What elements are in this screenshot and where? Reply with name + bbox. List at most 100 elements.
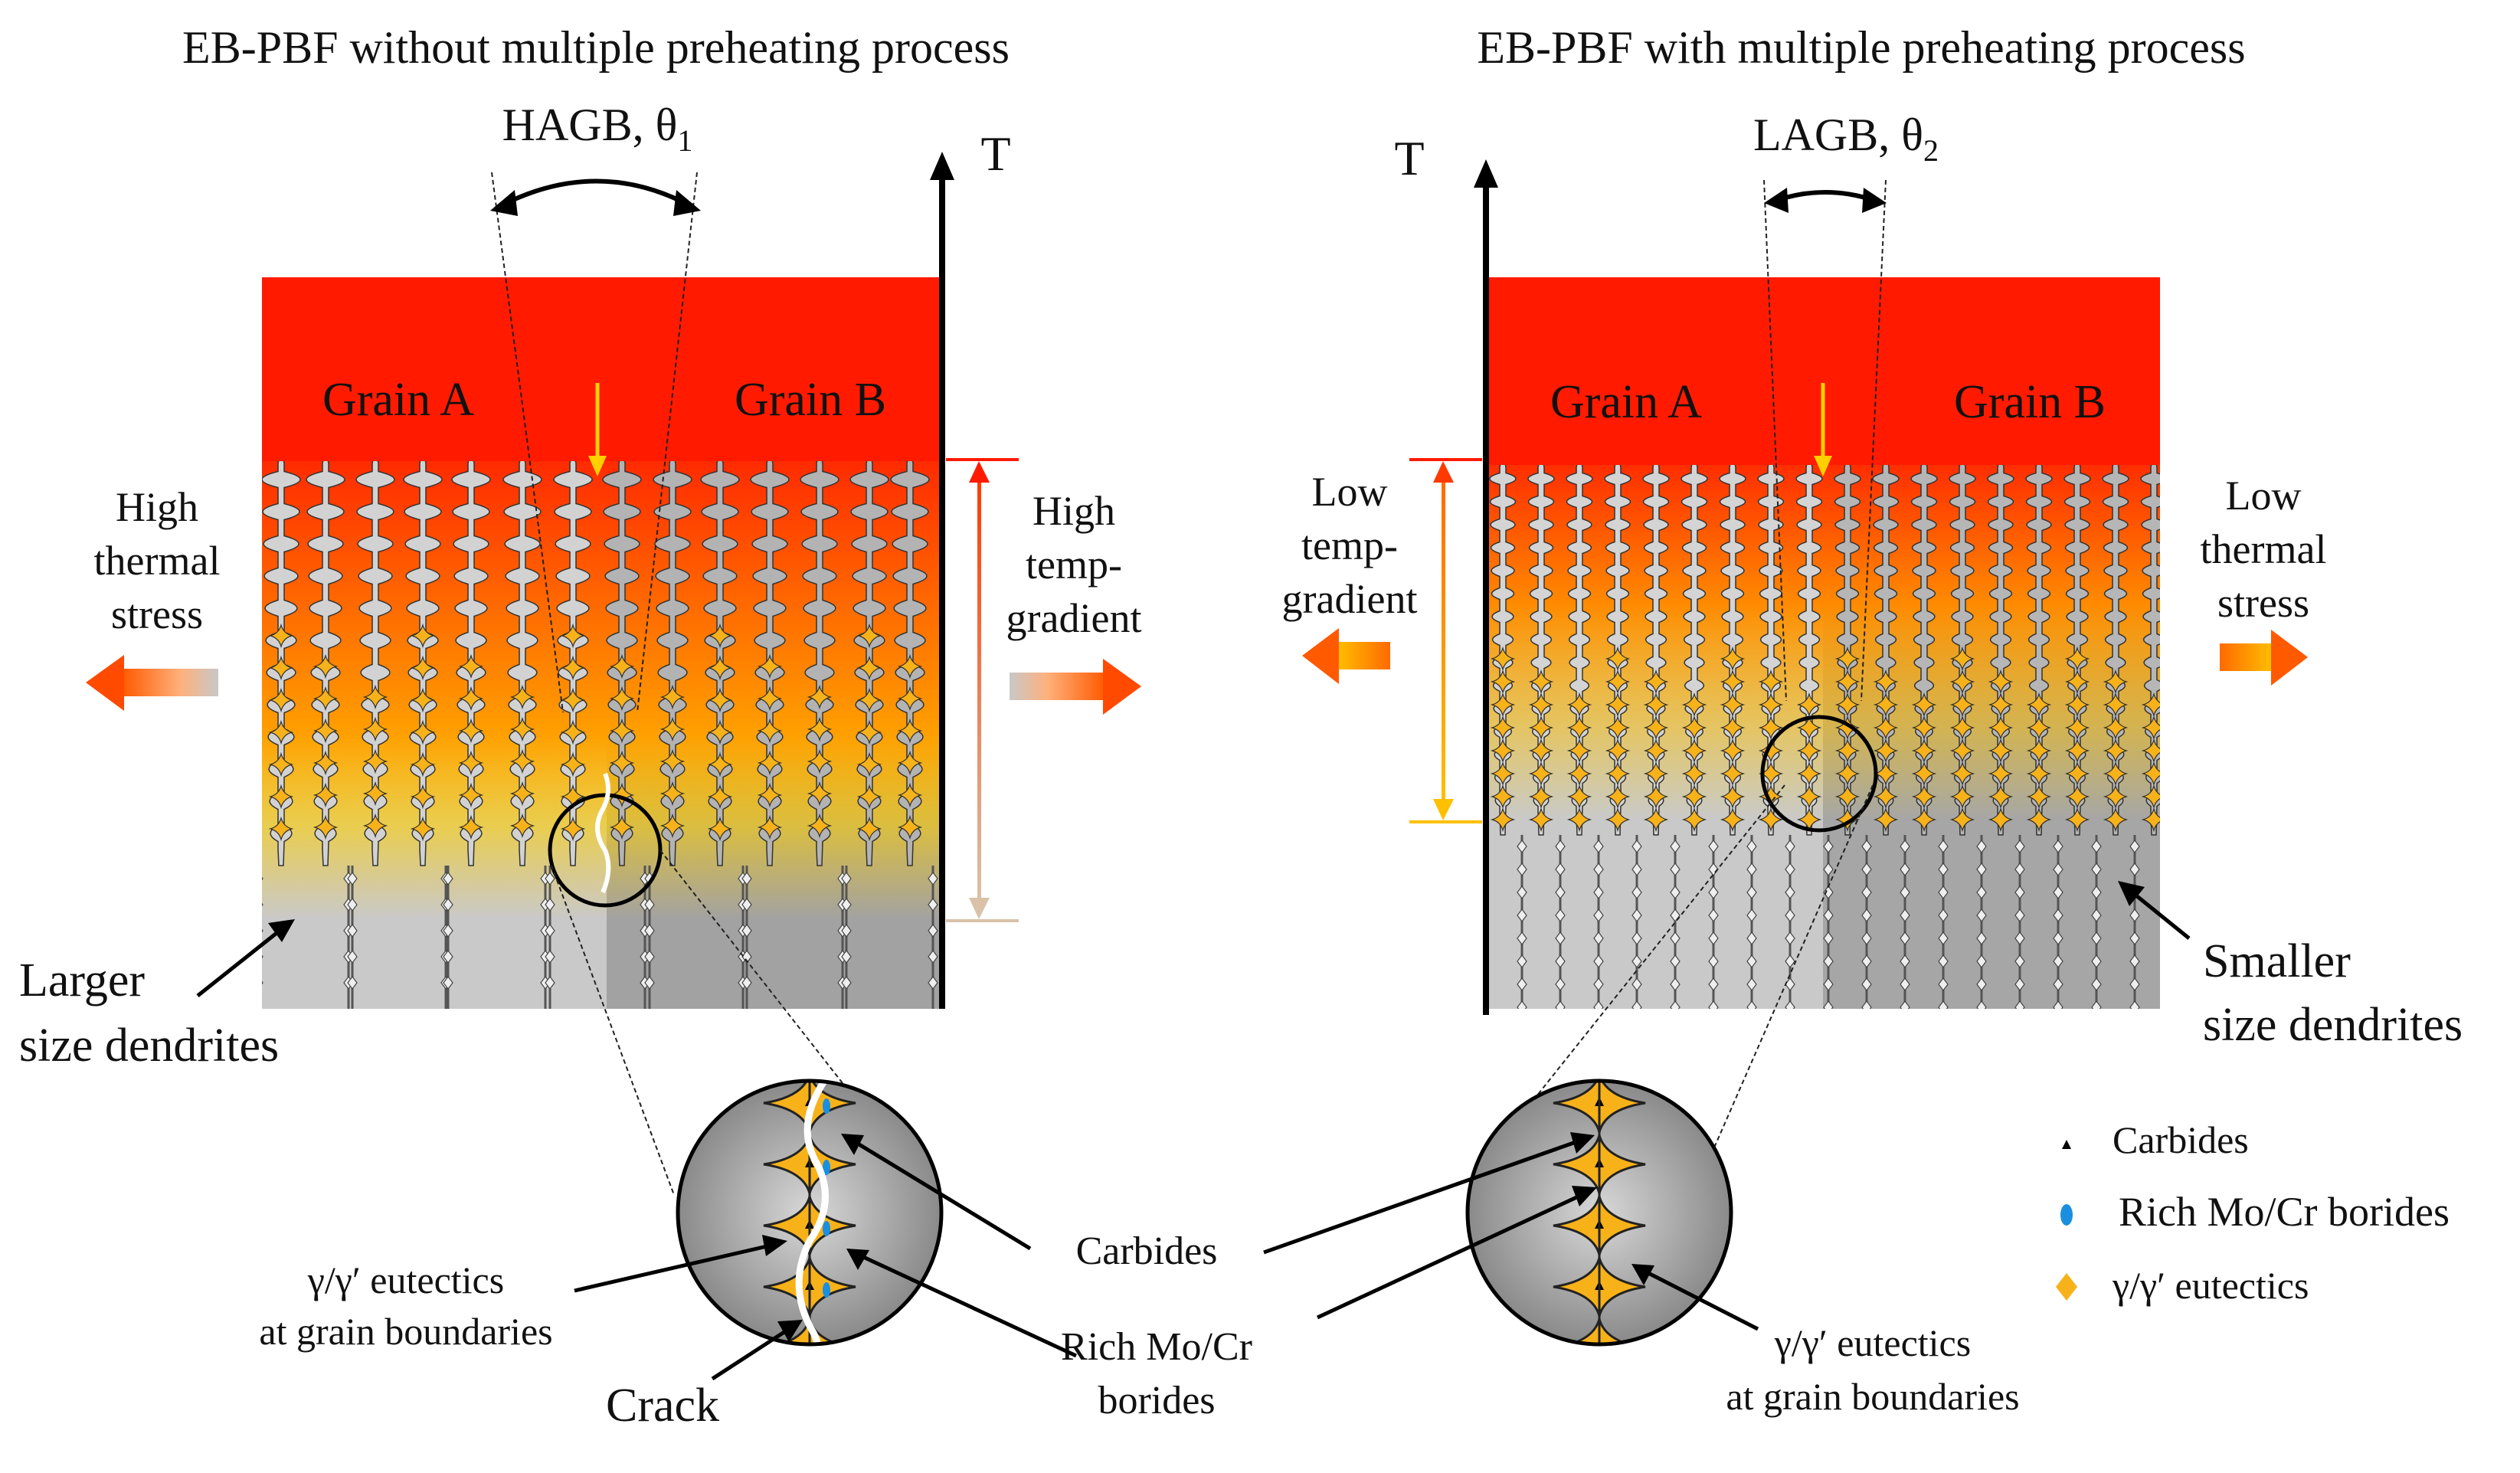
callout-eutectic-left-line	[574, 1242, 774, 1293]
legend-eutectic-symbol	[2056, 1273, 2077, 1301]
eutectic-particle	[609, 782, 635, 808]
boride-particle	[823, 1282, 830, 1298]
right-size-label: Smaller size dendrites	[2203, 935, 2463, 1051]
eutectic-particle	[659, 813, 686, 839]
eutectic-particle	[707, 784, 733, 810]
small-eutectic	[1976, 908, 1987, 922]
left-axis-label: T	[980, 126, 1010, 181]
small-eutectic	[1593, 1000, 1604, 1009]
eutectic-particle	[757, 718, 783, 744]
left-size-label: Larger size dendrites	[19, 954, 279, 1072]
eutectic-particle	[268, 784, 294, 810]
small-eutectic	[1746, 977, 1757, 991]
eutectic-particle	[458, 814, 484, 840]
eutectic-particle	[509, 748, 535, 774]
small-eutectic	[1746, 885, 1757, 899]
left-size-arrow	[196, 919, 295, 997]
small-eutectic	[1938, 1000, 1949, 1009]
left-title: EB-PBF without multiple preheating proce…	[182, 22, 1010, 73]
small-eutectic	[1900, 954, 1910, 968]
svg-text:γ/γ′ eutectics: γ/γ′ eutectics	[307, 1259, 504, 1301]
small-eutectic	[2014, 931, 2025, 945]
small-eutectic	[2168, 932, 2178, 944]
small-eutectic	[1861, 954, 1872, 968]
svg-text:gradient: gradient	[1282, 576, 1418, 622]
left-panel: EB-PBF without multiple preheating proce…	[19, 22, 1141, 1211]
eutectic-particle	[458, 686, 484, 712]
left-melt-pool	[262, 277, 942, 461]
eutectic-particle	[362, 813, 388, 839]
left-grain-a-label: Grain A	[322, 374, 474, 426]
callout-borides-head-right	[1572, 1186, 1597, 1206]
small-eutectic	[1555, 908, 1566, 922]
svg-text:temp-: temp-	[1301, 522, 1398, 568]
right-angle-label: LAGB, θ2	[1753, 110, 1939, 168]
eutectic-particle	[757, 782, 783, 808]
right-axis-label: T	[1394, 131, 1424, 185]
small-eutectic	[2014, 1000, 2025, 1009]
small-eutectic	[1670, 863, 1681, 876]
eutectic-particle	[609, 718, 635, 744]
small-eutectic	[1900, 863, 1910, 876]
eutectic-particle	[807, 781, 833, 807]
small-eutectic	[1517, 908, 1527, 922]
legend-carbide-label: Carbides	[2113, 1118, 2249, 1161]
small-eutectic	[1593, 840, 1604, 853]
small-eutectic	[1823, 1000, 1834, 1009]
eutectic-particle	[609, 750, 635, 776]
small-eutectic	[1517, 954, 1527, 968]
left-gradient-arrow	[1010, 659, 1141, 715]
small-eutectic	[841, 976, 852, 990]
boride-particle	[823, 1221, 830, 1236]
small-eutectic	[2091, 977, 2102, 991]
small-eutectic	[1631, 931, 1642, 945]
right-grain-a-label: Grain A	[1550, 376, 1702, 428]
small-eutectic	[2014, 863, 2025, 876]
eutectic-particle	[1681, 807, 1707, 833]
left-zoom-connectors	[551, 849, 943, 1211]
small-eutectic	[1785, 885, 1795, 899]
boride-particle	[823, 1160, 830, 1175]
small-eutectic	[2129, 954, 2140, 968]
left-dendrites	[262, 454, 938, 1009]
dendrite-arm	[2140, 458, 2160, 836]
eutectic-particle	[757, 814, 783, 840]
dendrite-arm	[1566, 458, 1593, 836]
small-eutectic	[1976, 863, 1987, 876]
small-eutectic	[262, 876, 263, 881]
small-eutectic	[1746, 908, 1757, 922]
eutectic-particle	[268, 655, 294, 681]
eutectic-particle	[807, 684, 833, 710]
small-eutectic	[2091, 908, 2102, 922]
eutectic-particle	[897, 686, 923, 712]
eutectic-particle	[410, 816, 436, 842]
small-eutectic	[1823, 885, 1834, 899]
small-eutectic	[1631, 977, 1642, 991]
eutectic-particle	[458, 653, 484, 679]
small-eutectic	[1785, 931, 1795, 945]
small-eutectic	[347, 924, 358, 938]
small-eutectic	[2014, 885, 2025, 899]
callout-borides-line-left	[860, 1254, 1078, 1358]
right-grain-b-label: Grain B	[1954, 376, 2106, 428]
small-eutectic	[2129, 840, 2140, 853]
callout-eutectic-left-head	[762, 1235, 787, 1256]
callout-carbides-line-right	[1263, 1139, 1579, 1255]
small-eutectic	[1708, 977, 1719, 991]
dendrite-arm	[2025, 458, 2053, 836]
small-eutectic	[2168, 909, 2178, 921]
eutectic-particle	[313, 718, 339, 744]
small-eutectic	[1593, 954, 1604, 968]
small-eutectic	[2014, 840, 2025, 853]
callout-carbides-head-left	[841, 1134, 864, 1155]
left-stress-label: High thermal stress	[94, 484, 221, 637]
small-eutectic	[2129, 908, 2140, 922]
small-eutectic	[1861, 908, 1872, 922]
svg-text:High: High	[1033, 488, 1115, 534]
eutectic-particle	[313, 686, 339, 712]
small-eutectic	[2053, 885, 2063, 899]
eutectic-particle	[659, 684, 686, 710]
small-eutectic	[1593, 863, 1604, 876]
eutectic-particle	[856, 623, 882, 649]
